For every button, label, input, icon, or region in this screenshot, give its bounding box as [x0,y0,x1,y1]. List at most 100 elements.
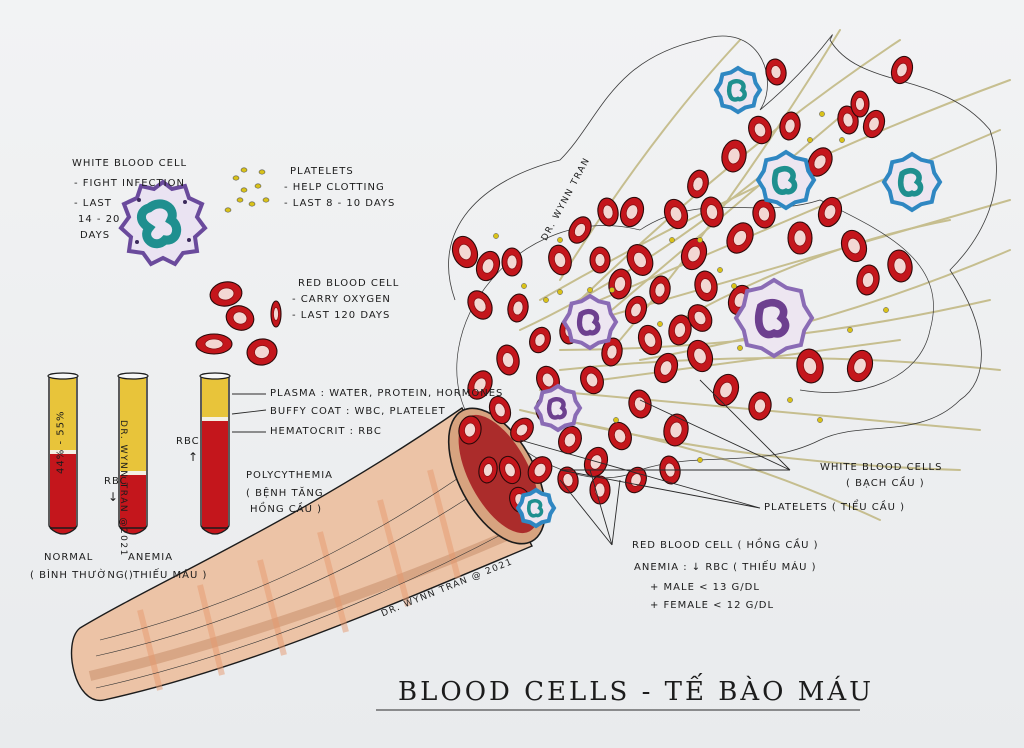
platelet-dot [543,297,549,303]
platelet-dot [731,283,737,289]
rbc-cell [478,456,498,484]
caption-normal-1: NORMAL [44,552,94,563]
legend-wbc-line-4: DAYS [80,230,111,241]
rbc-cell [787,221,813,255]
platelet-dot [240,167,248,173]
platelet-dot [697,457,703,463]
rbc-cell [475,250,501,282]
rbc-cell [680,237,708,271]
rbc-cell [840,229,868,263]
platelet-dot [557,237,563,243]
legend-rbc-line-2: - LAST 120 DAYS [292,310,391,321]
platelet-dot [737,345,743,351]
wbc-cell [713,65,763,115]
callout-wbc-1: WHITE BLOOD CELLS [820,462,943,473]
rbc-cell [451,235,479,269]
rbc-cell [225,305,255,331]
platelet-dot [248,201,256,207]
rbc-cell [510,417,534,443]
wbc-cell [733,277,815,359]
page-title: BLOOD CELLS - TẾ BÀO MÁU [398,677,875,707]
rbc-cell [467,370,493,400]
rbc-cell [668,314,692,346]
wbc-cell [533,383,583,433]
test-tubes [47,372,231,535]
tube-anemia [117,372,149,535]
spray-ray [679,219,951,321]
tube-rbc-down-label: RBC [104,476,128,487]
wbc-cell [561,293,619,351]
platelet-dot [232,175,240,181]
rbc-cell [496,344,520,376]
spray-ray [559,357,1001,371]
rbc-cell [580,365,604,395]
rbc-cell [687,304,713,332]
rbc-cell [608,421,632,451]
tube-normal [47,372,79,535]
platelet-dot [224,207,232,213]
callout-anemia-3: + FEMALE < 12 g/dl [650,600,775,611]
rbc-cell [663,198,689,230]
platelet-dot [236,197,244,203]
rbc-cell [807,147,833,177]
rbc-cell [890,55,914,85]
platelet-dot [819,111,825,117]
rbc-cell [748,391,772,421]
legend-platelets-heading: PLATELETS [290,166,354,177]
rbc-cell [626,244,654,276]
spray-ray [559,419,881,521]
platelet-dot [557,289,563,295]
layer-plasma-label: PLASMA : WATER, PROTEIN, HORMONES [270,388,504,399]
platelet-dot [254,183,262,189]
legend-rbc-cells [195,281,282,366]
tube-polycythemia [199,372,231,535]
callout-lines [231,379,860,711]
platelet-dot [521,283,527,289]
rbc-cell [796,348,824,384]
callout-rbc: RED BLOOD CELL ( HỒNG CẦU ) [632,540,819,551]
spray-ray [559,39,741,281]
tube-rbc-up-label: RBC [176,436,200,447]
vessel-hatch [95,469,511,689]
platelet-dot [839,137,845,143]
rbc-cell [752,199,776,229]
rbc-cell [659,455,681,485]
rbc-cell [246,338,278,366]
caption-normal-2: ( BÌNH THƯỜNG ) [30,570,134,581]
rbc-cell [195,333,233,355]
rbc-cell [694,270,718,302]
rbc-cell [850,90,870,118]
layer-buffy-label: BUFFY COAT : WBC, PLATELET [270,406,446,417]
signature-tube: DR. WYNN TRAN @2021 [118,420,128,557]
rbc-cell [527,456,553,484]
spray-ray [599,339,901,381]
plasma-spray [519,29,1011,521]
rbc-cell [270,300,282,328]
rbc-cell [458,415,482,445]
platelet-dot [717,267,723,273]
spray-ray [559,199,1011,331]
rbc-cell [700,196,724,228]
spray-ray [599,129,1001,301]
rbc-cell [507,293,529,323]
legend-platelet-dots [224,167,270,213]
callout-anemia-2: + MALE < 13 g/dl [650,582,760,593]
rbc-cell [748,115,772,145]
legend-platelets-line-2: - LAST 8 - 10 DAYS [284,198,396,209]
legend-platelets-line-1: - HELP CLOTTING [284,182,385,193]
legend-wbc-heading: WHITE BLOOD CELL [72,158,188,169]
rbc-cell [649,275,671,305]
platelet-dot [262,197,270,203]
platelet-dot [258,169,266,175]
legend-rbc-heading: RED BLOOD CELL [298,278,400,289]
rbc-cell [209,281,243,307]
spray-cells [451,55,943,529]
legend-rbc-line-1: - CARRY OXYGEN [292,294,391,305]
spray-ray [599,99,861,321]
legend-wbc-line-1: - FIGHT INFECTION [74,178,185,189]
rbc-cell [624,295,648,325]
rbc-cell [846,349,874,383]
platelet-dot [609,287,615,293]
rbc-cell [856,264,880,296]
